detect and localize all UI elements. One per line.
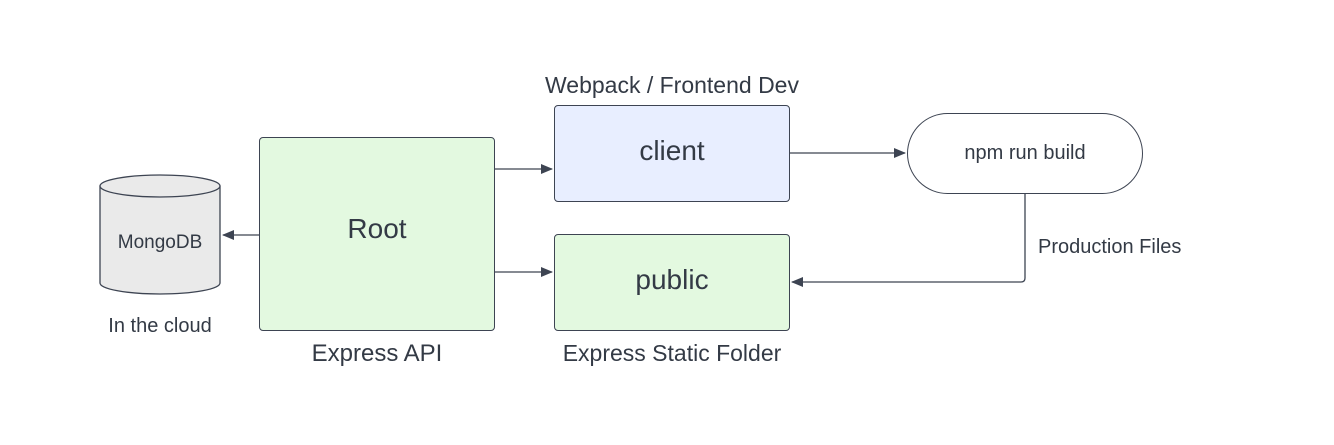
- mongodb-cylinder[interactable]: [99, 174, 221, 295]
- mongodb-label: MongoDB: [117, 232, 203, 253]
- public-node-label: public: [635, 263, 709, 295]
- build-node[interactable]: npm run build: [907, 113, 1143, 194]
- mongodb-caption: In the cloud: [108, 315, 212, 337]
- client-node-label: client: [639, 134, 705, 166]
- root-node-label: Root: [347, 213, 407, 244]
- root-caption: Express API: [311, 340, 443, 367]
- public-node[interactable]: public: [554, 234, 790, 331]
- client-caption: Webpack / Frontend Dev: [545, 72, 799, 98]
- root-node[interactable]: Root: [259, 137, 495, 331]
- client-node[interactable]: client: [554, 105, 790, 202]
- edge-build-to-public: [791, 194, 1026, 287]
- public-caption: Express Static Folder: [562, 340, 782, 366]
- build-node-label: npm run build: [964, 142, 1086, 164]
- edge-label-production-files: Production Files: [1038, 236, 1182, 258]
